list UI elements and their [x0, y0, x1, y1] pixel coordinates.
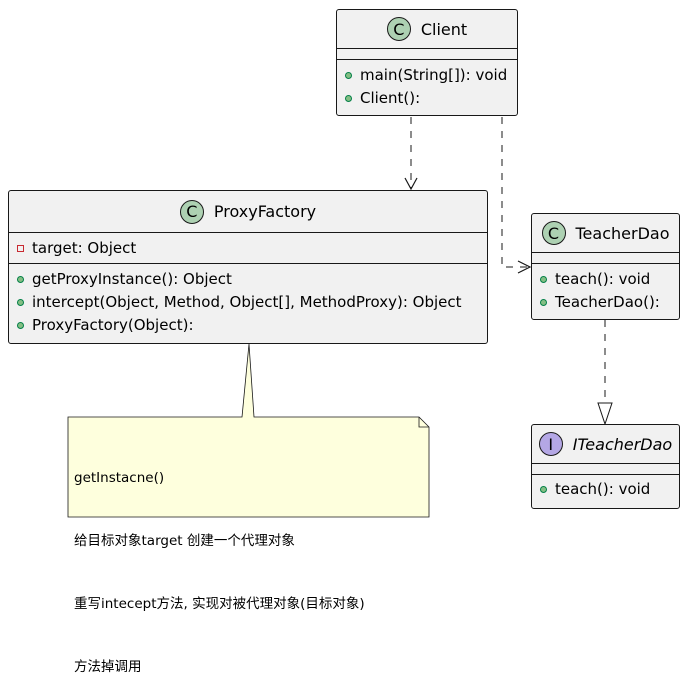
interface-iteacherdao-methods: teach(): void — [532, 475, 679, 504]
method-row: TeacherDao(): — [540, 291, 671, 314]
public-visibility-icon — [540, 486, 547, 493]
realization-triangle — [597, 402, 613, 426]
class-client-methods: main(String[]): void Client(): — [337, 60, 517, 114]
class-teacherdao[interactable]: C TeacherDao teach(): void TeacherDao(): — [531, 213, 680, 320]
public-visibility-icon — [540, 299, 547, 306]
arrowhead-proxyfactory — [404, 177, 418, 191]
note-line: 给目标对象target 创建一个代理对象 — [74, 533, 295, 549]
dependency-client-teacherdao — [501, 117, 528, 268]
method-row: main(String[]): void — [345, 64, 509, 87]
class-stereotype-icon: C — [541, 221, 566, 245]
method-row: intercept(Object, Method, Object[], Meth… — [17, 291, 479, 314]
class-stereotype-icon: C — [179, 199, 204, 224]
class-proxyfactory-header: C ProxyFactory — [9, 191, 487, 233]
field-row: target: Object — [17, 237, 479, 260]
class-client[interactable]: C Client main(String[]): void Client(): — [336, 9, 518, 116]
interface-iteacherdao-fields — [532, 464, 679, 475]
class-name: TeacherDao — [575, 223, 670, 243]
method-row: teach(): void — [540, 268, 671, 291]
class-teacherdao-methods: teach(): void TeacherDao(): — [532, 264, 679, 318]
public-visibility-icon — [17, 322, 24, 329]
public-visibility-icon — [17, 276, 24, 283]
arrowhead-teacherdao — [517, 260, 532, 274]
class-client-header: C Client — [337, 10, 517, 49]
class-name: Client — [420, 19, 468, 39]
note-fold — [418, 417, 429, 428]
note-line: 方法掉调用 — [74, 659, 142, 675]
public-visibility-icon — [540, 276, 547, 283]
class-proxyfactory-methods: getProxyInstance(): Object intercept(Obj… — [9, 264, 487, 341]
interface-stereotype-icon: I — [538, 432, 563, 456]
method-row: ProxyFactory(Object): — [17, 314, 479, 337]
class-teacherdao-header: C TeacherDao — [532, 214, 679, 253]
class-teacherdao-fields — [532, 253, 679, 264]
public-visibility-icon — [345, 95, 352, 102]
method-row: getProxyInstance(): Object — [17, 268, 479, 291]
interface-iteacherdao[interactable]: I ITeacherDao teach(): void — [531, 424, 680, 509]
class-stereotype-icon: C — [386, 17, 411, 41]
diagram-connectors — [67, 117, 613, 518]
interface-iteacherdao-header: I ITeacherDao — [532, 425, 679, 464]
class-proxyfactory[interactable]: C ProxyFactory target: Object getProxyIn… — [8, 190, 488, 344]
note-line: getInstacne() — [74, 470, 165, 486]
method-row: Client(): — [345, 87, 509, 110]
class-name: ProxyFactory — [213, 202, 317, 221]
public-visibility-icon — [17, 299, 24, 306]
interface-name: ITeacherDao — [572, 434, 673, 454]
private-visibility-icon — [17, 245, 24, 252]
note: getInstacne() 给目标对象target 创建一个代理对象 重写int… — [74, 426, 365, 699]
public-visibility-icon — [345, 72, 352, 79]
method-row: teach(): void — [540, 478, 671, 501]
class-client-fields — [337, 49, 517, 60]
class-proxyfactory-fields: target: Object — [9, 233, 487, 264]
note-line: 重写intecept方法, 实现对被代理对象(目标对象) — [74, 596, 365, 612]
